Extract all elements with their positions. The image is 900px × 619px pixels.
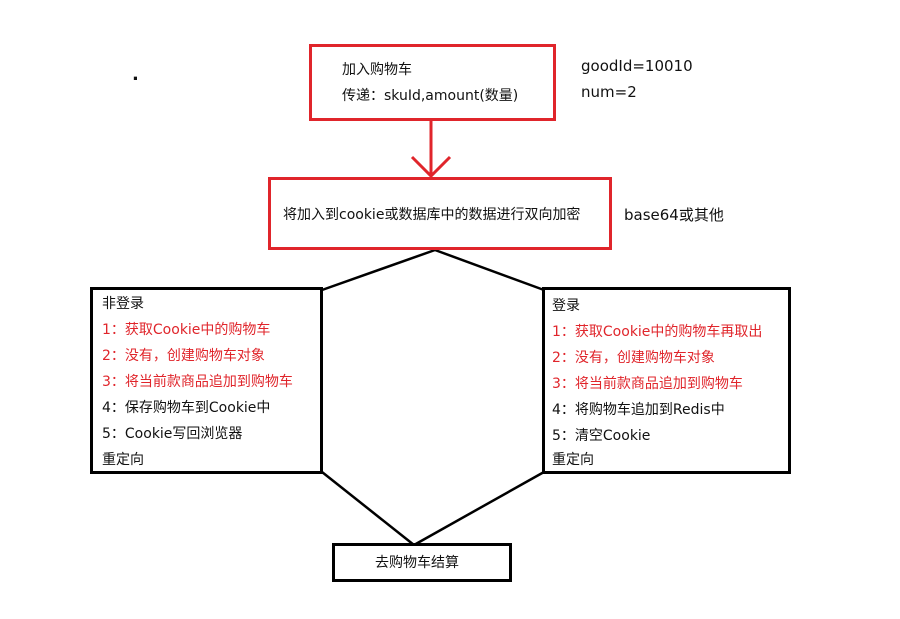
not-logged-in-step-5: 5：Cookie写回浏览器 bbox=[102, 426, 243, 442]
logged-in-redirect: 重定向 bbox=[552, 452, 594, 468]
logged-in-title: 登录 bbox=[552, 298, 580, 314]
stray-dot: . bbox=[132, 64, 139, 85]
encrypt-note: base64或其他 bbox=[624, 206, 724, 224]
connector-right-to-bottom bbox=[413, 470, 545, 547]
add-to-cart-params: 传递：skuId,amount(数量) bbox=[342, 88, 519, 104]
not-logged-in-step-3: 3：将当前款商品追加到购物车 bbox=[102, 374, 293, 390]
logged-in-step-3: 3：将当前款商品追加到购物车 bbox=[552, 376, 743, 392]
arrow-head bbox=[410, 155, 452, 179]
not-logged-in-step-4: 4：保存购物车到Cookie中 bbox=[102, 400, 271, 416]
encrypt-box: 将加入到cookie或数据库中的数据进行双向加密 bbox=[268, 177, 612, 250]
side-note-goodid: goodId=10010 bbox=[581, 57, 693, 75]
not-logged-in-step-1: 1：获取Cookie中的购物车 bbox=[102, 322, 271, 338]
encrypt-text: 将加入到cookie或数据库中的数据进行双向加密 bbox=[283, 207, 581, 223]
connector-to-left bbox=[321, 248, 436, 292]
logged-in-step-1: 1：获取Cookie中的购物车再取出 bbox=[552, 324, 763, 340]
side-note-num: num=2 bbox=[581, 83, 637, 101]
add-to-cart-title: 加入购物车 bbox=[342, 62, 412, 78]
checkout-text: 去购物车结算 bbox=[375, 555, 459, 571]
checkout-box: 去购物车结算 bbox=[332, 543, 512, 582]
not-logged-in-step-2: 2：没有，创建购物车对象 bbox=[102, 348, 265, 364]
logged-in-box: 登录 1：获取Cookie中的购物车再取出 2：没有，创建购物车对象 3：将当前… bbox=[542, 287, 791, 474]
connector-to-right bbox=[434, 248, 545, 292]
logged-in-step-5: 5：清空Cookie bbox=[552, 428, 651, 444]
logged-in-step-2: 2：没有，创建购物车对象 bbox=[552, 350, 715, 366]
connector-left-to-bottom bbox=[321, 471, 415, 546]
not-logged-in-title: 非登录 bbox=[102, 296, 144, 312]
logged-in-step-4: 4：将购物车追加到Redis中 bbox=[552, 402, 725, 418]
not-logged-in-box: 非登录 1：获取Cookie中的购物车 2：没有，创建购物车对象 3：将当前款商… bbox=[90, 287, 323, 474]
not-logged-in-redirect: 重定向 bbox=[102, 452, 144, 468]
add-to-cart-box: 加入购物车 传递：skuId,amount(数量) bbox=[309, 44, 556, 121]
